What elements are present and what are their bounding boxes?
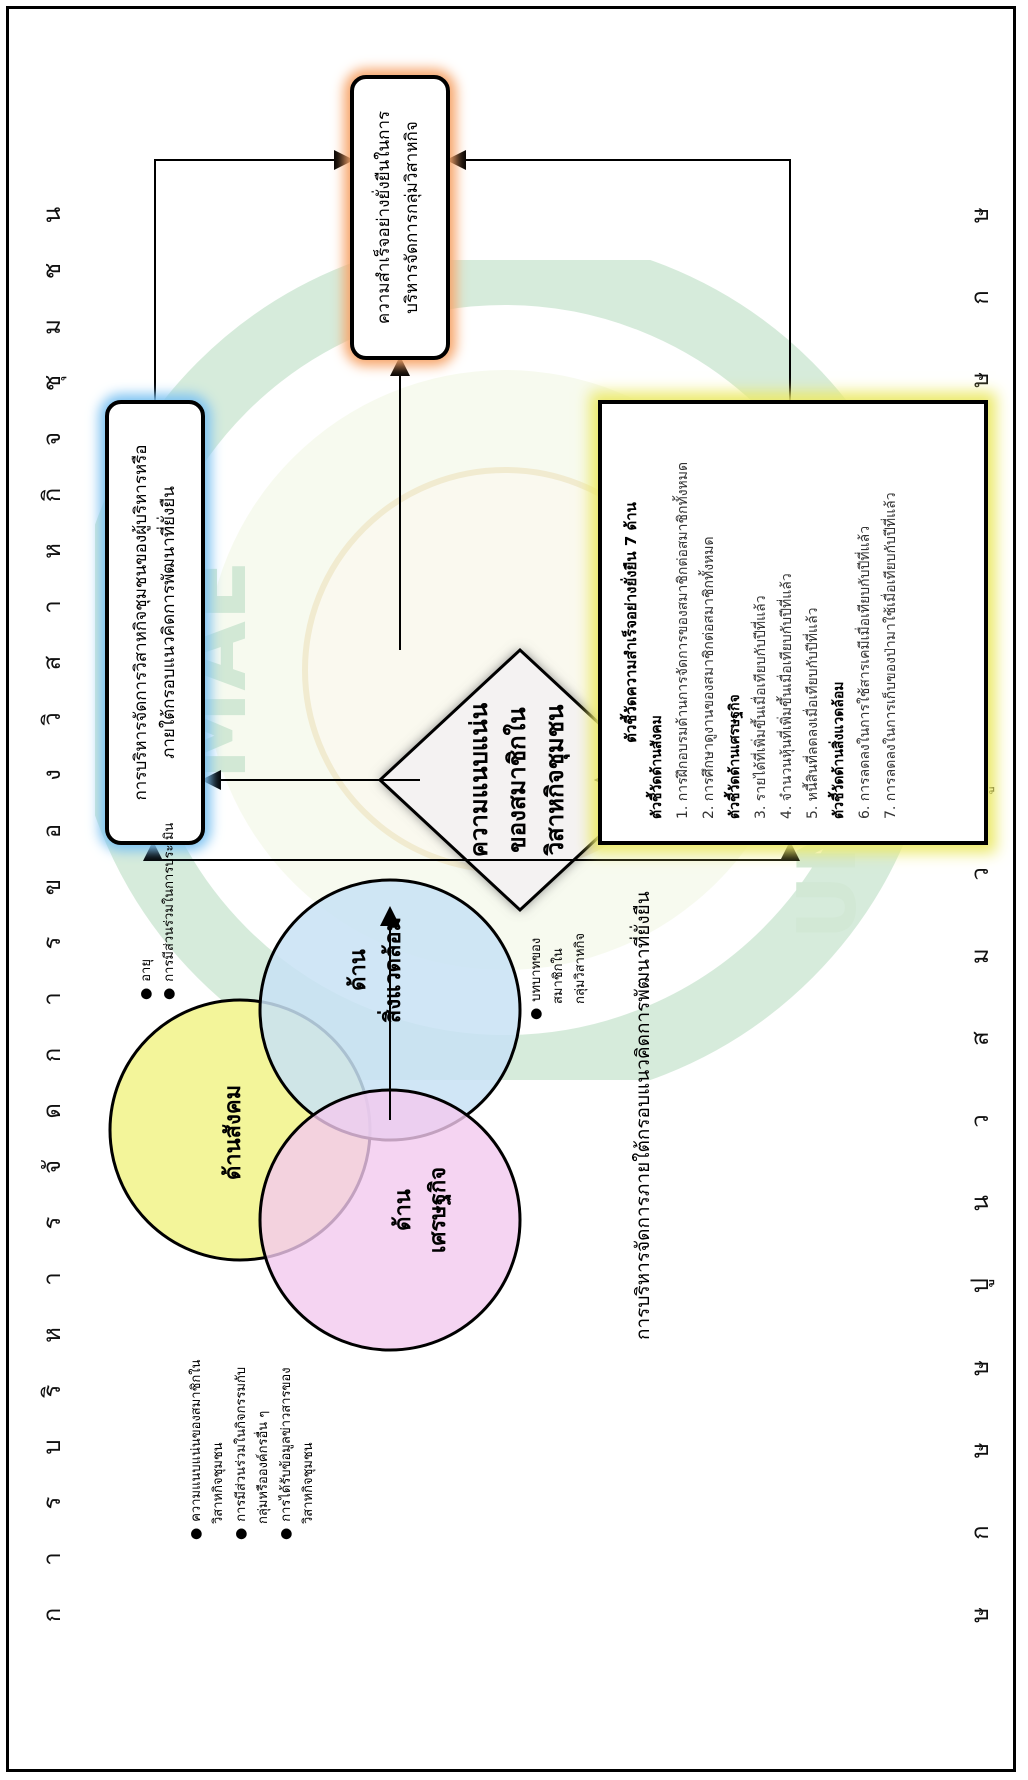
box-management: การบริหารจัดการวิสาหกิจชุมชนของผู้บริหาร… [105,400,205,845]
indicator-item-5: 5. หนี้สินที่ลดลงเมื่อเทียบกับปีที่แล้ว [805,607,821,819]
box-orange-line1: ความสำเร็จอย่างยั่งยืนในการ [374,110,394,325]
indicators-social-head: ตัวชี้วัดด้านสังคม [649,715,665,819]
bullet-cohesion: ความแนบแน่นของสมาชิกใน [189,1359,204,1522]
bullet-role-cont: สมาชิกใน [551,948,566,1004]
bullet-item: ●ความแนบแน่นของสมาชิกใน [188,1359,204,1540]
label-environment-line1: ด้าน [346,949,371,991]
label-environment: ด้าน สิ่งแวดล้อม [340,900,410,1040]
bullet-item: ●การมีส่วนร่วมในกิจกรรมกับ [233,1366,249,1540]
indicator-item-4: 4. จำนวนหุ้นที่เพิ่มขึ้นเมื่อเทียบกับปีท… [779,573,795,819]
bullet-info-cont: วิสาหกิจชุมชน [301,1442,316,1524]
diamond-line1: ความแนบแน่น [465,702,493,858]
indicators-title: ตัวชี้วัดความสำเร็จอย่างยั่งยืน 7 ด้าน [622,502,640,743]
arrow-blue-to-orange [154,150,354,400]
diamond-label: ความแนบแน่น ของสมาชิกใน วิสาหกิจชุมชน [460,660,574,900]
diamond-line3: วิสาหกิจชุมชน [541,704,569,856]
arrow-yellow-to-orange [446,150,791,400]
bullet-cohesion-cont: วิสาหกิจชุมชน [211,1442,226,1524]
box-blue-line1: การบริหารจัดการวิสาหกิจชุมชนของผู้บริหาร… [131,444,151,801]
bullet-item: ●การได้รับข้อมูลข่าวสารของ [278,1367,294,1540]
box-success: ความสำเร็จอย่างยั่งยืนในการ บริหารจัดการ… [350,75,450,360]
box-blue-line2: ภายใต้กรอบแนวคิดการพัฒนาที่ยั่งยืน [159,486,179,759]
indicator-item-1: 1. การฝึกอบรมด้านการจัดการของสมาชิกต่อสม… [675,461,691,819]
label-economic-line1: ด้าน [391,1189,416,1231]
label-economic-line2: เศรษฐกิจ [426,1166,451,1254]
label-environment-line2: สิ่งแวดล้อม [381,916,406,1024]
diamond-line2: ของสมาชิกใน [503,707,531,853]
diagram-caption: การบริหารจัดการภายใต้กรอบแนวคิดการพัฒนาท… [632,891,654,1340]
page-border [6,6,1016,1772]
bullets-social: ●อายุ ●การมีส่วนร่วมในการประเมิน [135,823,181,1000]
bullets-left: ●ความแนบแน่นของสมาชิกใน วิสาหกิจชุมชน ●ก… [185,1359,320,1540]
indicators-env-head: ตัวชี้วัดด้านสิ่งแวดล้อม [831,681,847,819]
bullet-age: อายุ [139,959,154,982]
bullet-activities-cont: กลุ่มหรือองค์กรอื่น ๆ [256,1410,271,1524]
bullet-participation: การมีส่วนร่วมในการประเมิน [162,822,177,982]
bullet-role: บทบาทของ [529,937,544,1002]
bullets-environment: ●บทบาทของ สมาชิกใน กลุ่มวิสาหกิจ [525,933,592,1020]
indicator-item-3: 3. รายได้ที่เพิ่มขึ้นเมื่อเทียบกับปีที่แ… [753,595,769,819]
indicator-item-2: 2. การศึกษาดูงานของสมาชิกต่อสมาชิกทั้งหม… [701,536,717,819]
indicator-item-6: 6. การลดลงในการใช้สารเคมีเมื่อเทียบกับปี… [857,525,873,819]
bullet-role-cont2: กลุ่มวิสาหกิจ [573,933,588,1004]
bullet-item: ●บทบาทของ [528,937,544,1020]
bullet-item: ●การมีส่วนร่วมในการประเมิน [161,822,177,1000]
box-indicators: ตัวชี้วัดความสำเร็จอย่างยั่งยืน 7 ด้าน ต… [598,400,988,845]
label-social: ด้านสังคม [221,1084,246,1180]
label-economic: ด้าน เศรษฐกิจ [385,1140,455,1280]
bullet-activities: การมีส่วนร่วมในกิจกรรมกับ [234,1366,249,1522]
bullet-item: ●อายุ [138,959,154,1000]
box-orange-line2: บริหารจัดการกลุ่มวิสาหกิจ [402,121,422,314]
bullet-info: การได้รับข้อมูลข่าวสารของ [279,1367,294,1522]
indicator-item-7: 7. การลดลงในการเก็บของป่ามาใช้เมื่อเทียบ… [883,492,899,819]
indicators-econ-head: ตัวชี้วัดด้านเศรษฐกิจ [727,694,743,819]
